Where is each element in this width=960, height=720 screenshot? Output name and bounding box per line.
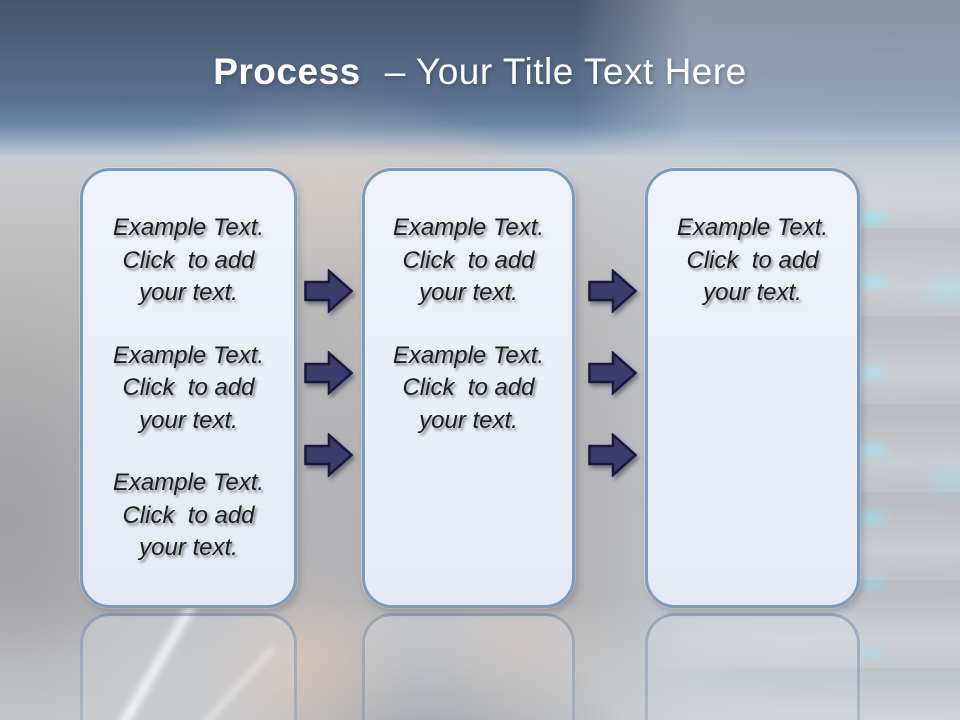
- text-placeholder[interactable]: Example Text. Click to add your text.: [648, 212, 857, 310]
- text-placeholder[interactable]: Example Text. Click to add your text.: [83, 340, 294, 438]
- arrow-right-icon: [588, 351, 637, 395]
- placeholder-line: Click to add: [686, 246, 819, 274]
- text-placeholder[interactable]: Example Text. Click to add your text.: [83, 467, 294, 565]
- arrow-right-icon: [304, 269, 353, 313]
- arrow-right-icon: [588, 433, 637, 477]
- text-placeholder[interactable]: Example Text. Click to add your text.: [365, 212, 572, 310]
- title-placeholder-text: – Your Title Text Here: [384, 51, 747, 92]
- placeholder-line: Example Text.: [112, 214, 265, 241]
- placeholder-line: Click to add: [122, 374, 255, 401]
- placeholder-line: Example Text.: [112, 341, 265, 369]
- placeholder-line: your text.: [703, 279, 802, 306]
- text-placeholder[interactable]: Example Text. Click to add your text.: [83, 212, 294, 310]
- placeholder-line: Example Text.: [112, 469, 265, 496]
- text-placeholder[interactable]: Example Text. Click to add your text.: [365, 340, 572, 438]
- arrow-column-1: [304, 269, 353, 477]
- process-box-2[interactable]: Example Text. Click to add your text. Ex…: [362, 168, 575, 608]
- placeholder-line: your text.: [419, 279, 518, 306]
- placeholder-line: Example Text.: [676, 214, 829, 241]
- arrow-column-2: [588, 269, 637, 477]
- box-reflection: [80, 613, 297, 720]
- placeholder-line: Click to add: [402, 246, 535, 274]
- arrow-right-icon: [304, 433, 353, 477]
- process-box-3[interactable]: Example Text. Click to add your text.: [645, 168, 860, 608]
- placeholder-line: your text.: [419, 406, 518, 434]
- arrow-right-icon: [304, 351, 353, 395]
- box-reflection: [645, 613, 860, 720]
- title-keyword: Process: [213, 51, 361, 92]
- process-box-1[interactable]: Example Text. Click to add your text. Ex…: [80, 168, 297, 608]
- placeholder-line: Click to add: [402, 374, 535, 401]
- placeholder-line: Example Text.: [392, 341, 545, 369]
- arrow-right-icon: [588, 269, 637, 313]
- placeholder-line: your text.: [139, 534, 238, 561]
- placeholder-line: your text.: [139, 406, 238, 434]
- placeholder-line: Click to add: [122, 501, 255, 529]
- slide-title[interactable]: Process – Your Title Text Here: [0, 50, 960, 94]
- placeholder-line: Click to add: [122, 246, 255, 274]
- placeholder-line: Example Text.: [392, 214, 545, 241]
- box-reflection: [362, 613, 575, 720]
- placeholder-line: your text.: [139, 279, 238, 306]
